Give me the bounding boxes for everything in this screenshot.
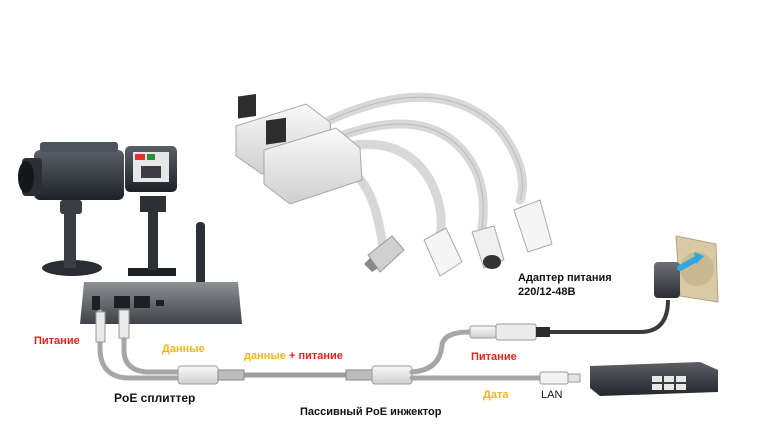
- adapter-cable: [550, 299, 670, 334]
- poe-splitter-device-image: [177, 365, 245, 385]
- power-label-left: Питание: [34, 335, 80, 347]
- network-switch-image: [590, 362, 718, 396]
- poe-kit-photo: [235, 92, 553, 277]
- data-plus-power-plus-text: +: [288, 350, 296, 362]
- box-camera-image: [18, 142, 124, 276]
- injector-output-cables: [409, 329, 543, 381]
- data-label-right: Дата: [483, 389, 509, 401]
- data-plus-power-power-text: питание: [298, 350, 343, 362]
- passive-injector-label: Пассивный PoE инжектор: [300, 406, 442, 418]
- data-plus-power-label: данные + питание: [244, 350, 343, 363]
- passive-injector-device-image: [345, 365, 413, 385]
- poe-splitter-label: PoE сплиттер: [114, 391, 196, 405]
- lan-label: LAN: [541, 389, 563, 401]
- power-label-right: Питание: [471, 351, 517, 363]
- adapter-label-line2: 220/12-48В: [518, 286, 576, 298]
- dc-power-connector-image: [469, 323, 550, 341]
- router-to-splitter-cables: [95, 309, 181, 381]
- data-plus-power-data-text: данные: [244, 350, 286, 362]
- data-label-left: Данные: [162, 343, 205, 355]
- adapter-label-line1: Адаптер питания: [518, 272, 612, 284]
- compact-camera-image: [125, 146, 177, 276]
- power-adapter-image: [654, 252, 704, 298]
- lan-plug-image: [539, 371, 581, 385]
